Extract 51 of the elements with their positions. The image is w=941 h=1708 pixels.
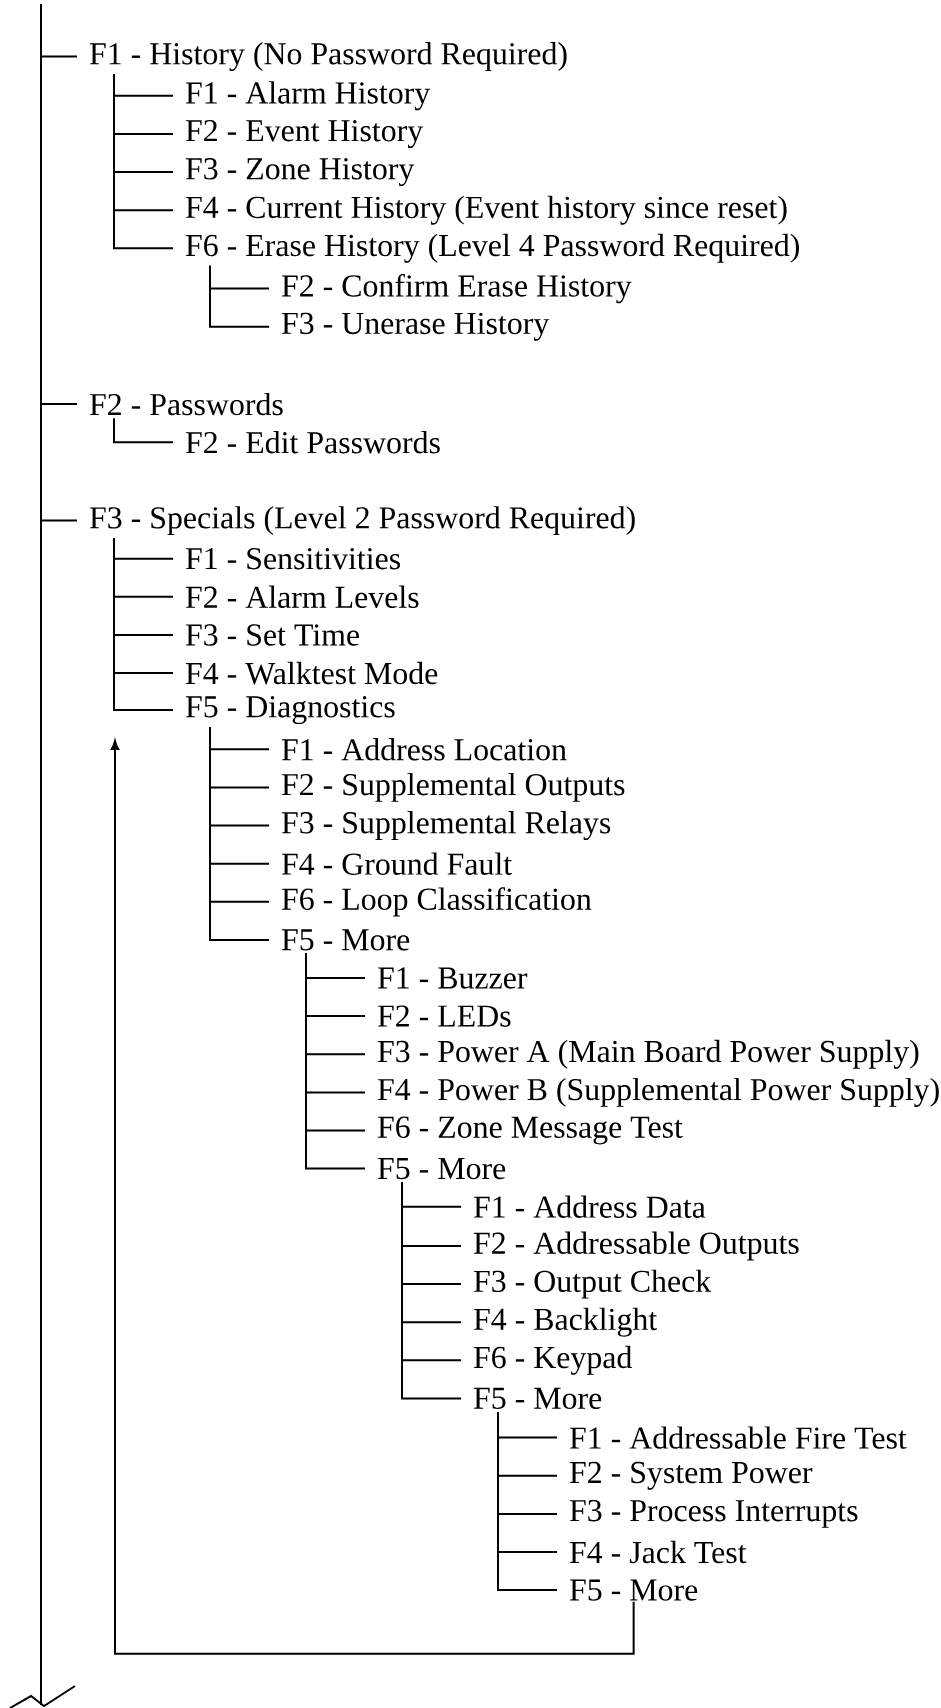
menu-item: F2 - System Power bbox=[569, 1461, 813, 1490]
connector-line bbox=[209, 726, 270, 941]
menu-item: F4 - Power B (Supplemental Power Supply) bbox=[377, 1077, 939, 1107]
menu-item: F3 - Output Check bbox=[473, 1269, 712, 1299]
menu-item: F4 - Jack Test bbox=[569, 1540, 747, 1564]
menu-item: F1 - Buzzer bbox=[377, 967, 528, 989]
menu-item: F2 - Event History bbox=[185, 120, 424, 148]
menu-item: F6 - Erase History (Level 4 Password Required) bbox=[185, 233, 799, 263]
menu-item: F3 - Process Interrupts bbox=[569, 1499, 858, 1528]
connector-line bbox=[113, 537, 174, 712]
menu-item: F2 - Edit Passwords bbox=[185, 431, 440, 454]
menu-item: F1 - Alarm History bbox=[185, 81, 431, 111]
connector-line bbox=[209, 264, 270, 328]
menu-item: F5 - More bbox=[377, 1158, 506, 1180]
menu-item: F5 - More bbox=[569, 1579, 698, 1601]
menu-item: F5 - More bbox=[281, 929, 410, 951]
menu-item: F6 - Loop Classification bbox=[281, 887, 592, 917]
connector-line bbox=[113, 73, 174, 250]
menu-item: F3 - Set Time bbox=[185, 624, 359, 646]
menu-item: F4 - Current History (Event history since reset) bbox=[185, 195, 787, 225]
menu-item: F5 - More bbox=[473, 1387, 602, 1409]
connector-line bbox=[113, 417, 174, 444]
menu-item: F4 - Ground Fault bbox=[281, 852, 512, 875]
menu-item: F4 - Walktest Mode bbox=[185, 661, 438, 685]
menu-item: F1 - Address Data bbox=[473, 1195, 706, 1218]
menu-item: F5 - Diagnostics bbox=[185, 696, 395, 725]
menu-item: F3 - Unerase History bbox=[281, 312, 550, 341]
return-arrow bbox=[110, 740, 635, 1655]
menu-item: F3 - Power A (Main Board Power Supply) bbox=[377, 1039, 919, 1069]
menu-item: F3 - Supplemental Relays bbox=[281, 811, 611, 841]
menu-item: F1 - History (No Password Required) bbox=[89, 42, 567, 72]
menu-item: F2 - Passwords bbox=[89, 392, 283, 416]
menu-item: F2 - Supplemental Outputs bbox=[281, 772, 625, 802]
connector-line bbox=[401, 1181, 462, 1400]
menu-item: F3 - Zone History bbox=[185, 158, 415, 187]
menu-item: F2 - Alarm Levels bbox=[185, 585, 419, 608]
menu-item: F2 - LEDs bbox=[377, 1005, 511, 1027]
connector-line bbox=[305, 952, 366, 1170]
menu-item: F6 - Keypad bbox=[473, 1345, 632, 1375]
menu-item: F6 - Zone Message Test bbox=[377, 1116, 683, 1145]
menu-item: F1 - Addressable Fire Test bbox=[569, 1426, 907, 1449]
connector-line bbox=[40, 55, 78, 58]
menu-item: F3 - Specials (Level 2 Password Required) bbox=[89, 506, 635, 536]
menu-item: F1 - Address Location bbox=[281, 738, 567, 761]
menu-item: F2 - Confirm Erase History bbox=[281, 273, 632, 304]
menu-item: F2 - Addressable Outputs bbox=[473, 1231, 799, 1261]
menu-item: F4 - Backlight bbox=[473, 1307, 657, 1337]
connector-line bbox=[497, 1411, 558, 1592]
connector-line bbox=[40, 403, 78, 406]
connector-line bbox=[40, 519, 78, 522]
menu-item: F1 - Sensitivities bbox=[185, 548, 400, 570]
